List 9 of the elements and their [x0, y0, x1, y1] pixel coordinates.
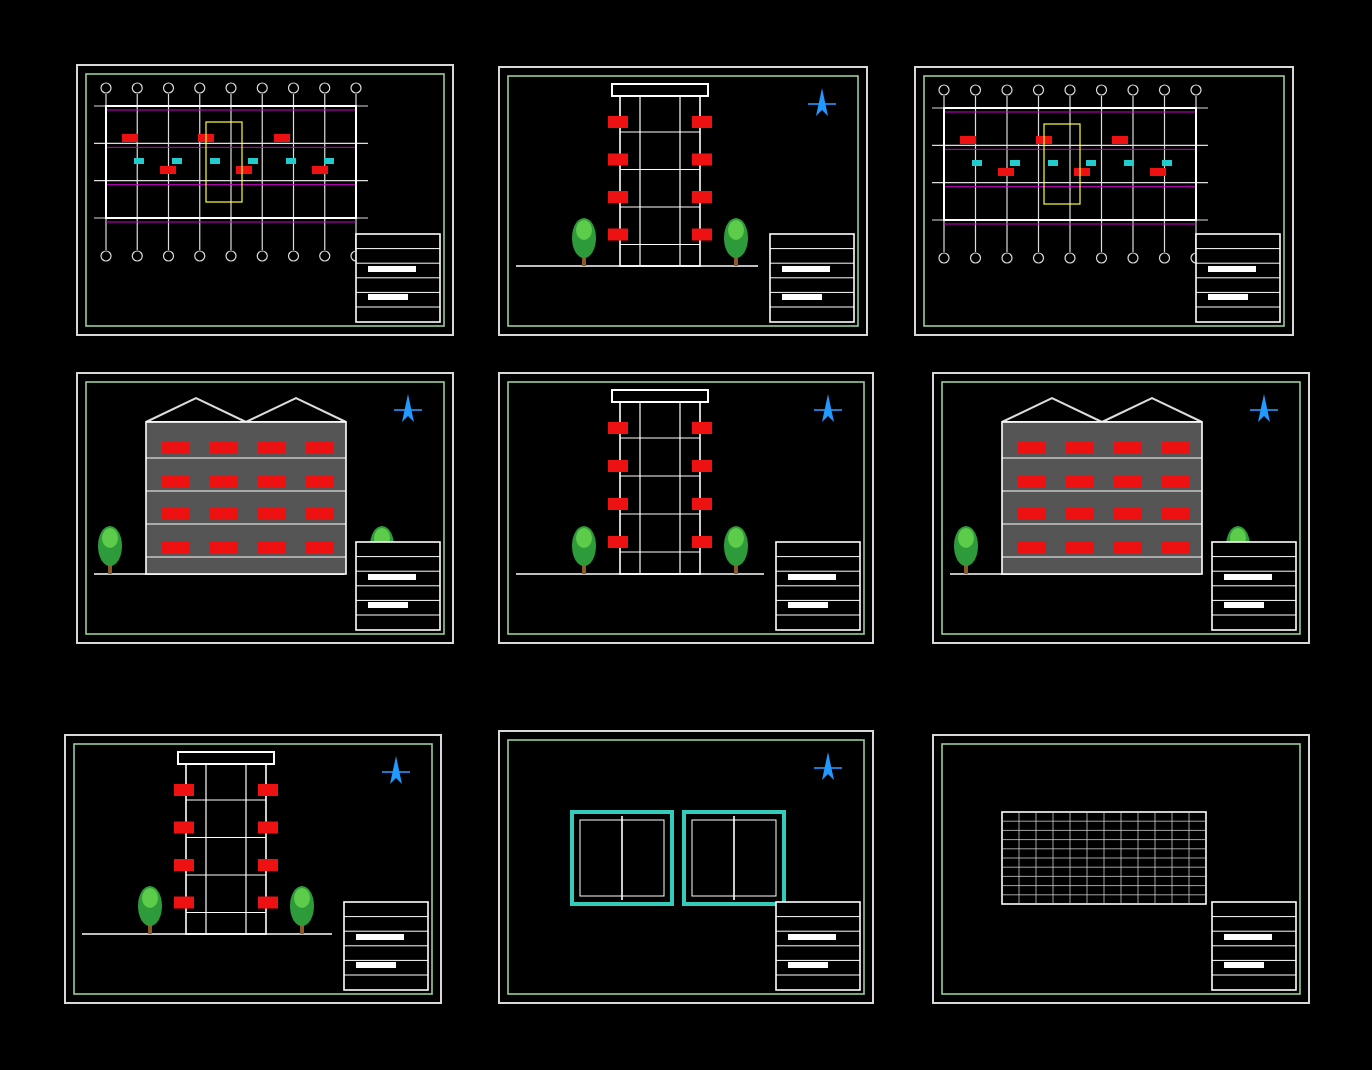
drawing-sheet — [498, 730, 874, 1004]
drawing-sheet — [932, 734, 1310, 1004]
drawing-sheet — [76, 372, 454, 644]
drawing-sheet — [498, 66, 868, 336]
drawing-sheet — [64, 734, 442, 1004]
drawing-sheet — [932, 372, 1310, 644]
drawing-sheet — [76, 64, 454, 336]
drawing-sheet — [914, 66, 1294, 336]
drawing-sheet — [498, 372, 874, 644]
